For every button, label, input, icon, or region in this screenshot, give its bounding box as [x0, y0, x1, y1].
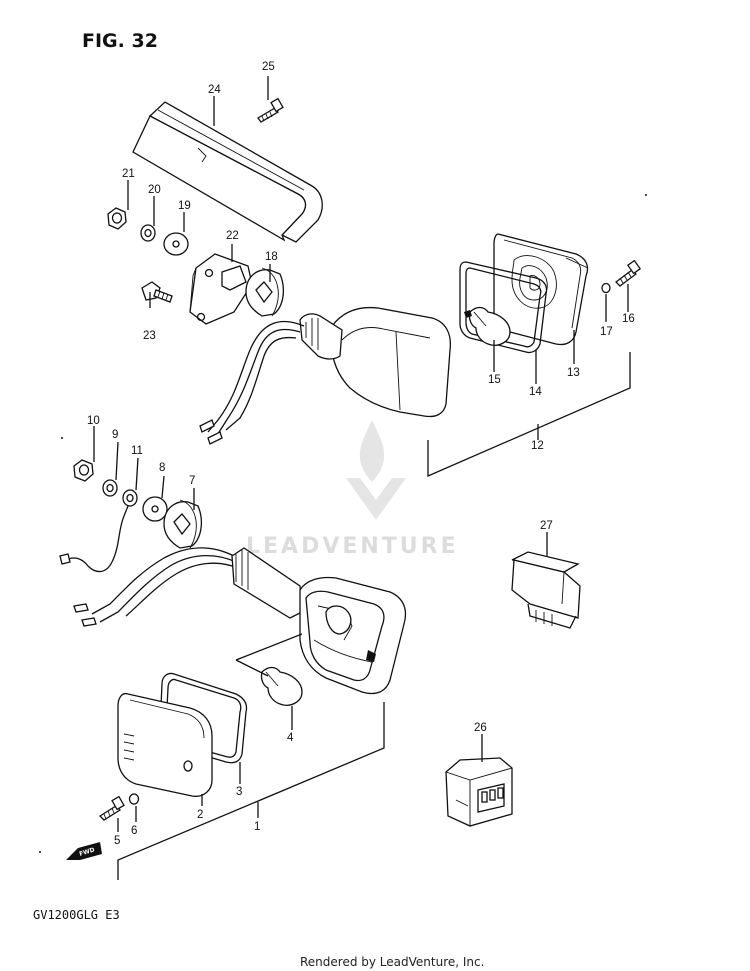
label-part-3: 3 — [236, 786, 242, 798]
screw-16 — [615, 259, 642, 287]
footer-credit: Rendered by LeadVenture, Inc. — [300, 955, 484, 969]
gasket-3 — [159, 672, 248, 764]
washer-8 — [142, 496, 168, 522]
label-part-2: 2 — [197, 809, 203, 821]
relay-27 — [511, 551, 581, 629]
bulb-15 — [464, 306, 511, 346]
speck — [61, 437, 63, 439]
washer-20 — [140, 224, 156, 242]
label-part-27: 27 — [540, 520, 553, 532]
leader-lines — [93, 76, 629, 832]
screw-25 — [257, 97, 284, 123]
label-part-7: 7 — [189, 475, 195, 487]
bracket-plate-22 — [189, 253, 253, 325]
fwd-text: FWD — [78, 846, 95, 858]
label-part-26: 26 — [474, 722, 487, 734]
washer-9 — [102, 479, 118, 497]
leadventure-watermark: LEADVENTURE — [246, 420, 459, 559]
lens-2 — [117, 692, 213, 797]
nut-21 — [107, 207, 127, 230]
label-part-14: 14 — [529, 386, 542, 398]
label-part-17: 17 — [600, 326, 613, 338]
bolt-23 — [141, 281, 173, 303]
label-part-24: 24 — [208, 84, 221, 96]
label-part-22: 22 — [226, 230, 239, 242]
label-part-13: 13 — [567, 367, 580, 379]
label-part-25: 25 — [262, 61, 275, 73]
grommet-18 — [245, 267, 285, 317]
speck — [645, 194, 647, 196]
front-turn-signal-housing — [231, 547, 407, 695]
label-part-21: 21 — [122, 168, 135, 180]
label-part-16: 16 — [622, 313, 635, 325]
gasket-14 — [459, 261, 548, 354]
screw-5 — [98, 795, 125, 821]
label-part-1: 1 — [254, 821, 260, 833]
label-part-4: 4 — [287, 732, 294, 744]
speck — [39, 851, 41, 853]
washer-19 — [163, 232, 189, 256]
label-part-9: 9 — [112, 429, 118, 441]
leader-12-bracket — [427, 352, 631, 477]
flasher-relay-26 — [445, 757, 513, 827]
label-part-8: 8 — [159, 462, 165, 474]
fwd-arrow-icon: FWD — [66, 842, 102, 860]
leader-1-bracket — [117, 702, 385, 880]
label-part-6: 6 — [131, 825, 137, 837]
rear-signal-wiring — [199, 320, 305, 445]
washer-6 — [128, 793, 140, 805]
label-part-10: 10 — [87, 415, 100, 427]
label-part-18: 18 — [265, 251, 278, 263]
figure-title: FIG. 32 — [82, 30, 158, 52]
bracket-cover — [132, 101, 323, 243]
label-part-20: 20 — [148, 184, 161, 196]
label-part-12: 12 — [531, 440, 544, 452]
label-part-23: 23 — [143, 330, 156, 342]
part-labels: 25 24 21 20 19 22 18 23 17 16 13 15 14 1… — [87, 61, 635, 847]
bulb-4 — [235, 633, 303, 706]
label-part-5: 5 — [114, 835, 120, 847]
label-part-11: 11 — [131, 445, 143, 457]
nut-10 — [73, 459, 94, 482]
rear-turn-signal-housing — [299, 306, 452, 418]
label-part-15: 15 — [488, 374, 501, 386]
front-signal-wiring — [73, 547, 239, 627]
washer-17 — [601, 282, 611, 294]
watermark-text: LEADVENTURE — [246, 534, 459, 559]
label-part-19: 19 — [178, 200, 191, 212]
grommet-7 — [163, 499, 203, 549]
model-code: GV1200GLG E3 — [33, 908, 120, 922]
ground-terminal-11 — [59, 489, 138, 573]
